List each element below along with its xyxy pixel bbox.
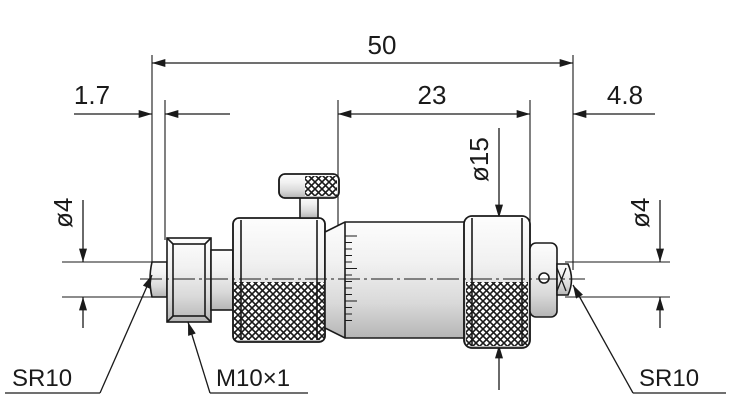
callout-right-radius: SR10	[572, 284, 726, 394]
dimension-head-length: 23	[338, 80, 531, 118]
right-offset-label: 4.8	[607, 80, 643, 110]
callout-left-radius: SR10	[5, 274, 153, 394]
ratchet-cap	[529, 242, 558, 318]
micrometer-head	[149, 173, 573, 349]
head-diameter-label: ø15	[464, 137, 494, 182]
thread-label: M10×1	[216, 365, 290, 392]
dimension-right-offset: 4.8	[572, 80, 655, 118]
threaded-section	[166, 237, 212, 323]
clamp-body	[232, 217, 326, 343]
neck	[210, 249, 234, 311]
dimension-right-contact-diameter: ø4	[625, 198, 664, 328]
dimension-head-diameter: ø15	[464, 128, 503, 390]
left-radius-label: SR10	[12, 365, 72, 392]
overall-length-label: 50	[368, 30, 397, 60]
dimension-left-contact-diameter: ø4	[48, 198, 87, 328]
dimension-left-offset: 1.7	[74, 80, 230, 118]
left-offset-label: 1.7	[74, 80, 110, 110]
sleeve-graduations	[345, 235, 357, 321]
sleeve	[324, 221, 471, 339]
left-contact-diameter-label: ø4	[48, 198, 78, 228]
ratchet-pin-icon	[538, 272, 550, 284]
head-length-label: 23	[418, 80, 447, 110]
right-contact-diameter-label: ø4	[625, 198, 655, 228]
callout-thread: M10×1	[187, 321, 308, 394]
dimension-overall: 50	[151, 30, 574, 67]
thimble	[463, 215, 531, 349]
extension-lines	[62, 55, 670, 298]
lock-knob	[278, 173, 340, 219]
right-radius-label: SR10	[639, 365, 699, 392]
